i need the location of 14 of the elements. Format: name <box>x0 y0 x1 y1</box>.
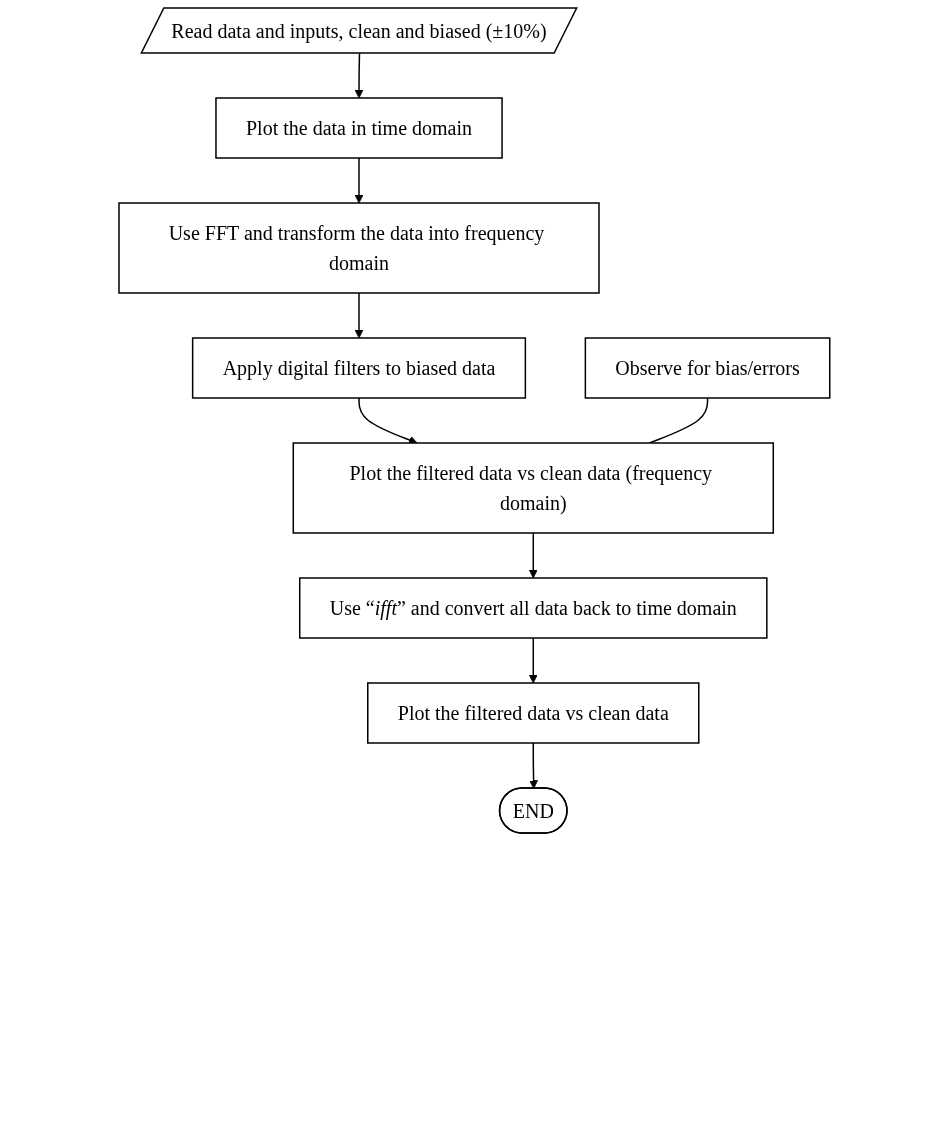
arrow <box>354 157 364 204</box>
node-box: Apply digital filters to biased data <box>191 337 526 399</box>
node-box: Plot the data in time domain <box>214 97 503 159</box>
node-box: Plot the filtered data vs clean data (frequency domain) <box>292 442 774 534</box>
node-box: Use “ifft” and convert all data back to time domain <box>298 577 768 639</box>
arrow <box>528 532 538 579</box>
node-box: Use FFT and transform the data into frequency domain <box>117 202 600 294</box>
arrow <box>357 397 418 445</box>
node-box: Observe for bias/errors <box>584 337 831 399</box>
connector <box>648 397 708 444</box>
arrow <box>528 637 538 684</box>
arrow <box>354 292 364 339</box>
node-box: Plot the filtered data vs clean data <box>366 682 700 744</box>
arrow <box>528 742 538 789</box>
